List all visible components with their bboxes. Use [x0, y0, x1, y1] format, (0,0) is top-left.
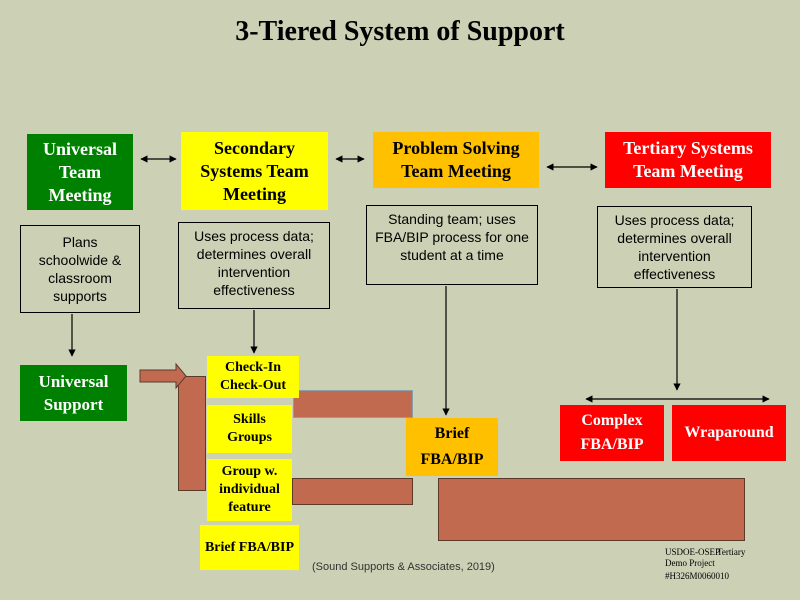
page-title: 3-Tiered System of Support	[235, 16, 565, 47]
fba-bip-label: FBA/BIP	[420, 451, 484, 468]
project-line1b: Tertiary	[717, 547, 746, 557]
project-line2: Demo Project	[665, 558, 715, 568]
support-check-in-check-out: Check-In Check-Out	[207, 356, 299, 398]
universal-support: Universal Support	[20, 365, 127, 421]
universal-team-meeting: Universal Team Meeting	[27, 134, 133, 210]
secondary-description: Uses process data; determines overall in…	[178, 222, 330, 309]
tertiary-description: Uses process data; determines overall in…	[597, 206, 752, 288]
support-group-individual-feature: Group w. individual feature	[207, 459, 292, 521]
support-wraparound: Wraparound	[672, 405, 786, 461]
support-brief-fba-bip: Brief FBA/BIP	[200, 525, 299, 570]
problem-solving-brief-fba-bip: Brief FBA/BIP	[406, 418, 498, 476]
support-skills-groups: Skills Groups	[207, 405, 292, 453]
secondary-team-meeting: Secondary Systems Team Meeting	[181, 132, 328, 210]
connector-bar-lower	[292, 478, 413, 505]
universal-description: Plans schoolwide & classroom supports	[20, 225, 140, 313]
connector-block-large	[438, 478, 745, 541]
support-complex-fba-bip: Complex FBA/BIP	[560, 405, 664, 461]
tertiary-team-meeting: Tertiary Systems Team Meeting	[605, 132, 771, 188]
block-arrow-right	[139, 362, 187, 390]
brief-label: Brief	[434, 425, 470, 442]
project-line1: USDOE-OSEP	[665, 547, 721, 557]
problem-solving-description: Standing team; uses FBA/BIP process for …	[366, 205, 538, 285]
project-line3: #H326M0060010	[665, 571, 730, 581]
problem-solving-team-meeting: Problem Solving Team Meeting	[373, 132, 539, 188]
connector-vertical-bar	[178, 376, 206, 491]
connector-bar-upper	[293, 390, 413, 418]
credit-citation: (Sound Supports & Associates, 2019)	[312, 561, 495, 573]
